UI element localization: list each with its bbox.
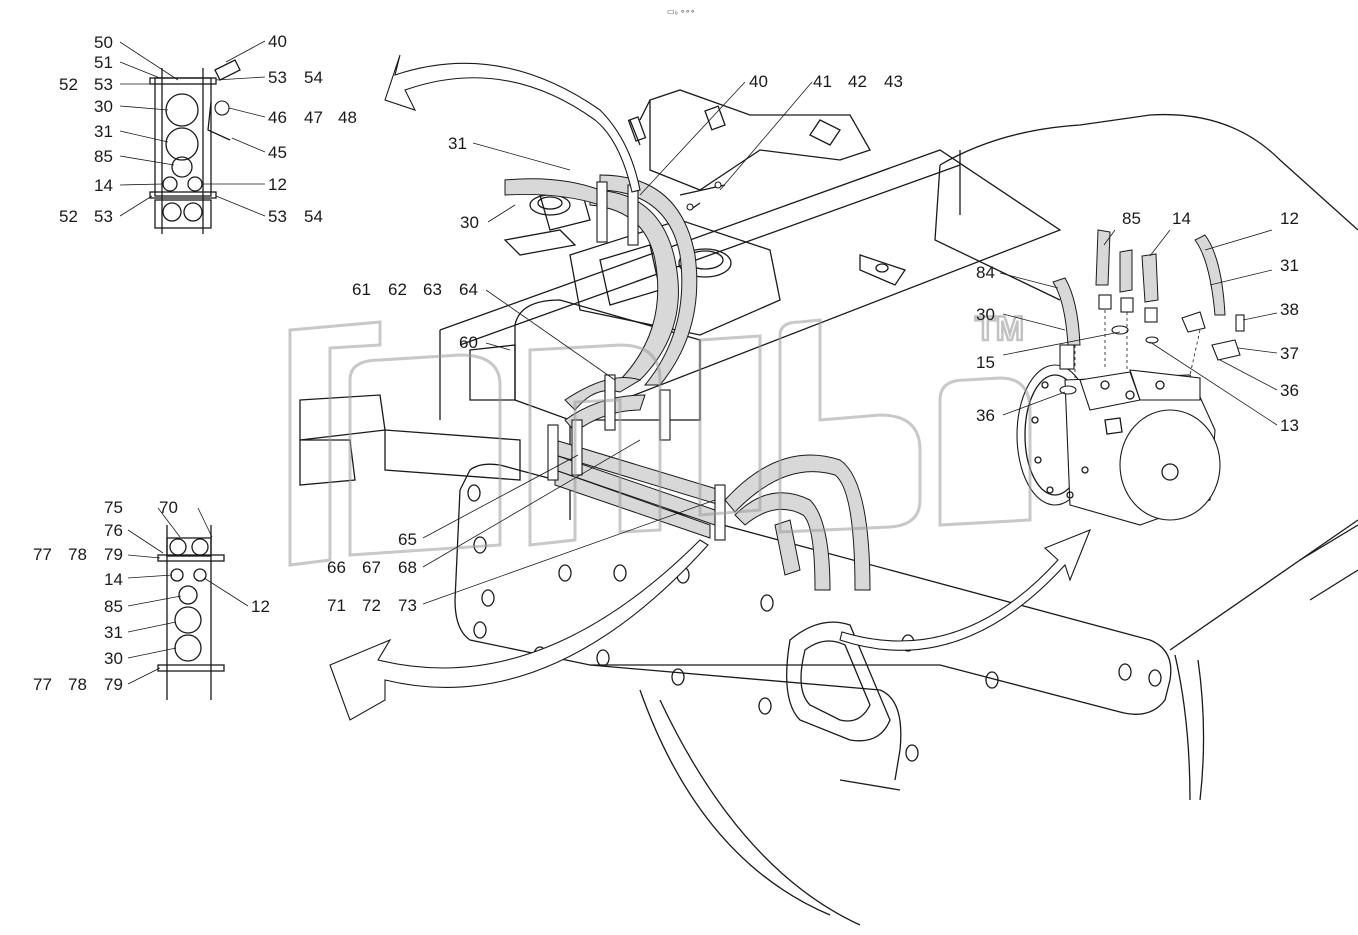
callout-37: 37 <box>1280 344 1299 363</box>
callout-62: 62 <box>388 280 407 299</box>
callout-45: 45 <box>268 143 287 162</box>
callout-50: 50 <box>94 33 113 52</box>
hydraulic-motor <box>1016 364 1221 526</box>
callout-14: 14 <box>94 176 113 195</box>
callout-85: 85 <box>104 597 123 616</box>
sheet-header-text: ▭₀ ∘∘∘ <box>667 7 695 16</box>
callout-38: 38 <box>1280 300 1299 319</box>
callout-42: 42 <box>848 72 867 91</box>
callout-14: 14 <box>104 570 123 589</box>
callout-53: 53 <box>268 207 287 226</box>
inset-top-clamp <box>149 59 241 234</box>
callout-54: 54 <box>304 68 323 87</box>
callout-71: 71 <box>327 596 346 615</box>
callout-31: 31 <box>448 134 467 153</box>
callout-52: 52 <box>59 75 78 94</box>
callout-31: 31 <box>94 122 113 141</box>
callout-48: 48 <box>338 108 357 127</box>
callout-30: 30 <box>94 97 113 116</box>
callout-36: 36 <box>1280 381 1299 400</box>
callout-53: 53 <box>94 207 113 226</box>
callout-79: 79 <box>104 545 123 564</box>
callout-52: 52 <box>59 207 78 226</box>
callout-43: 43 <box>884 72 903 91</box>
callout-12: 12 <box>1280 209 1299 228</box>
callout-66: 66 <box>327 558 346 577</box>
direction-arrows <box>329 54 1091 721</box>
callout-84: 84 <box>976 263 995 282</box>
callout-75: 75 <box>104 498 123 517</box>
callout-72: 72 <box>362 596 381 615</box>
callout-53: 53 <box>268 68 287 87</box>
callout-14: 14 <box>1172 209 1191 228</box>
callout-12: 12 <box>268 175 287 194</box>
callout-85: 85 <box>1122 209 1141 228</box>
callout-60: 60 <box>459 333 478 352</box>
leader-lines <box>119 40 1278 685</box>
callout-63: 63 <box>423 280 442 299</box>
callout-15: 15 <box>976 353 995 372</box>
callout-70: 70 <box>159 498 178 517</box>
callout-31: 31 <box>1280 256 1299 275</box>
callout-40: 40 <box>749 72 768 91</box>
callout-79: 79 <box>104 675 123 694</box>
callout-85: 85 <box>94 147 113 166</box>
callout-73: 73 <box>398 596 417 615</box>
callout-31: 31 <box>104 623 123 642</box>
watermark-tm-text: TM <box>975 310 1024 348</box>
callout-53: 53 <box>94 75 113 94</box>
callout-12: 12 <box>251 597 270 616</box>
callout-51: 51 <box>94 53 113 72</box>
callout-77: 77 <box>33 675 52 694</box>
callout-46: 46 <box>268 108 287 127</box>
hose-bundle <box>504 174 871 591</box>
motor-fittings <box>1052 229 1245 395</box>
callout-78: 78 <box>68 545 87 564</box>
watermark-logo <box>288 318 1032 567</box>
callout-labels: 50 51 52 53 30 31 85 14 52 53 40 53 54 4… <box>33 32 1299 694</box>
callout-40: 40 <box>268 32 287 51</box>
callout-41: 41 <box>813 72 832 91</box>
callout-30: 30 <box>460 213 479 232</box>
callout-61: 61 <box>352 280 371 299</box>
callout-65: 65 <box>398 530 417 549</box>
callout-36: 36 <box>976 406 995 425</box>
callout-76: 76 <box>104 521 123 540</box>
callout-78: 78 <box>68 675 87 694</box>
callout-54: 54 <box>304 207 323 226</box>
callout-64: 64 <box>459 280 478 299</box>
callout-67: 67 <box>362 558 381 577</box>
callout-47: 47 <box>304 108 323 127</box>
callout-30: 30 <box>976 305 995 324</box>
callout-68: 68 <box>398 558 417 577</box>
callout-77: 77 <box>33 545 52 564</box>
callout-13: 13 <box>1280 416 1299 435</box>
callout-30: 30 <box>104 649 123 668</box>
inset-bottom-clamp <box>157 525 225 700</box>
